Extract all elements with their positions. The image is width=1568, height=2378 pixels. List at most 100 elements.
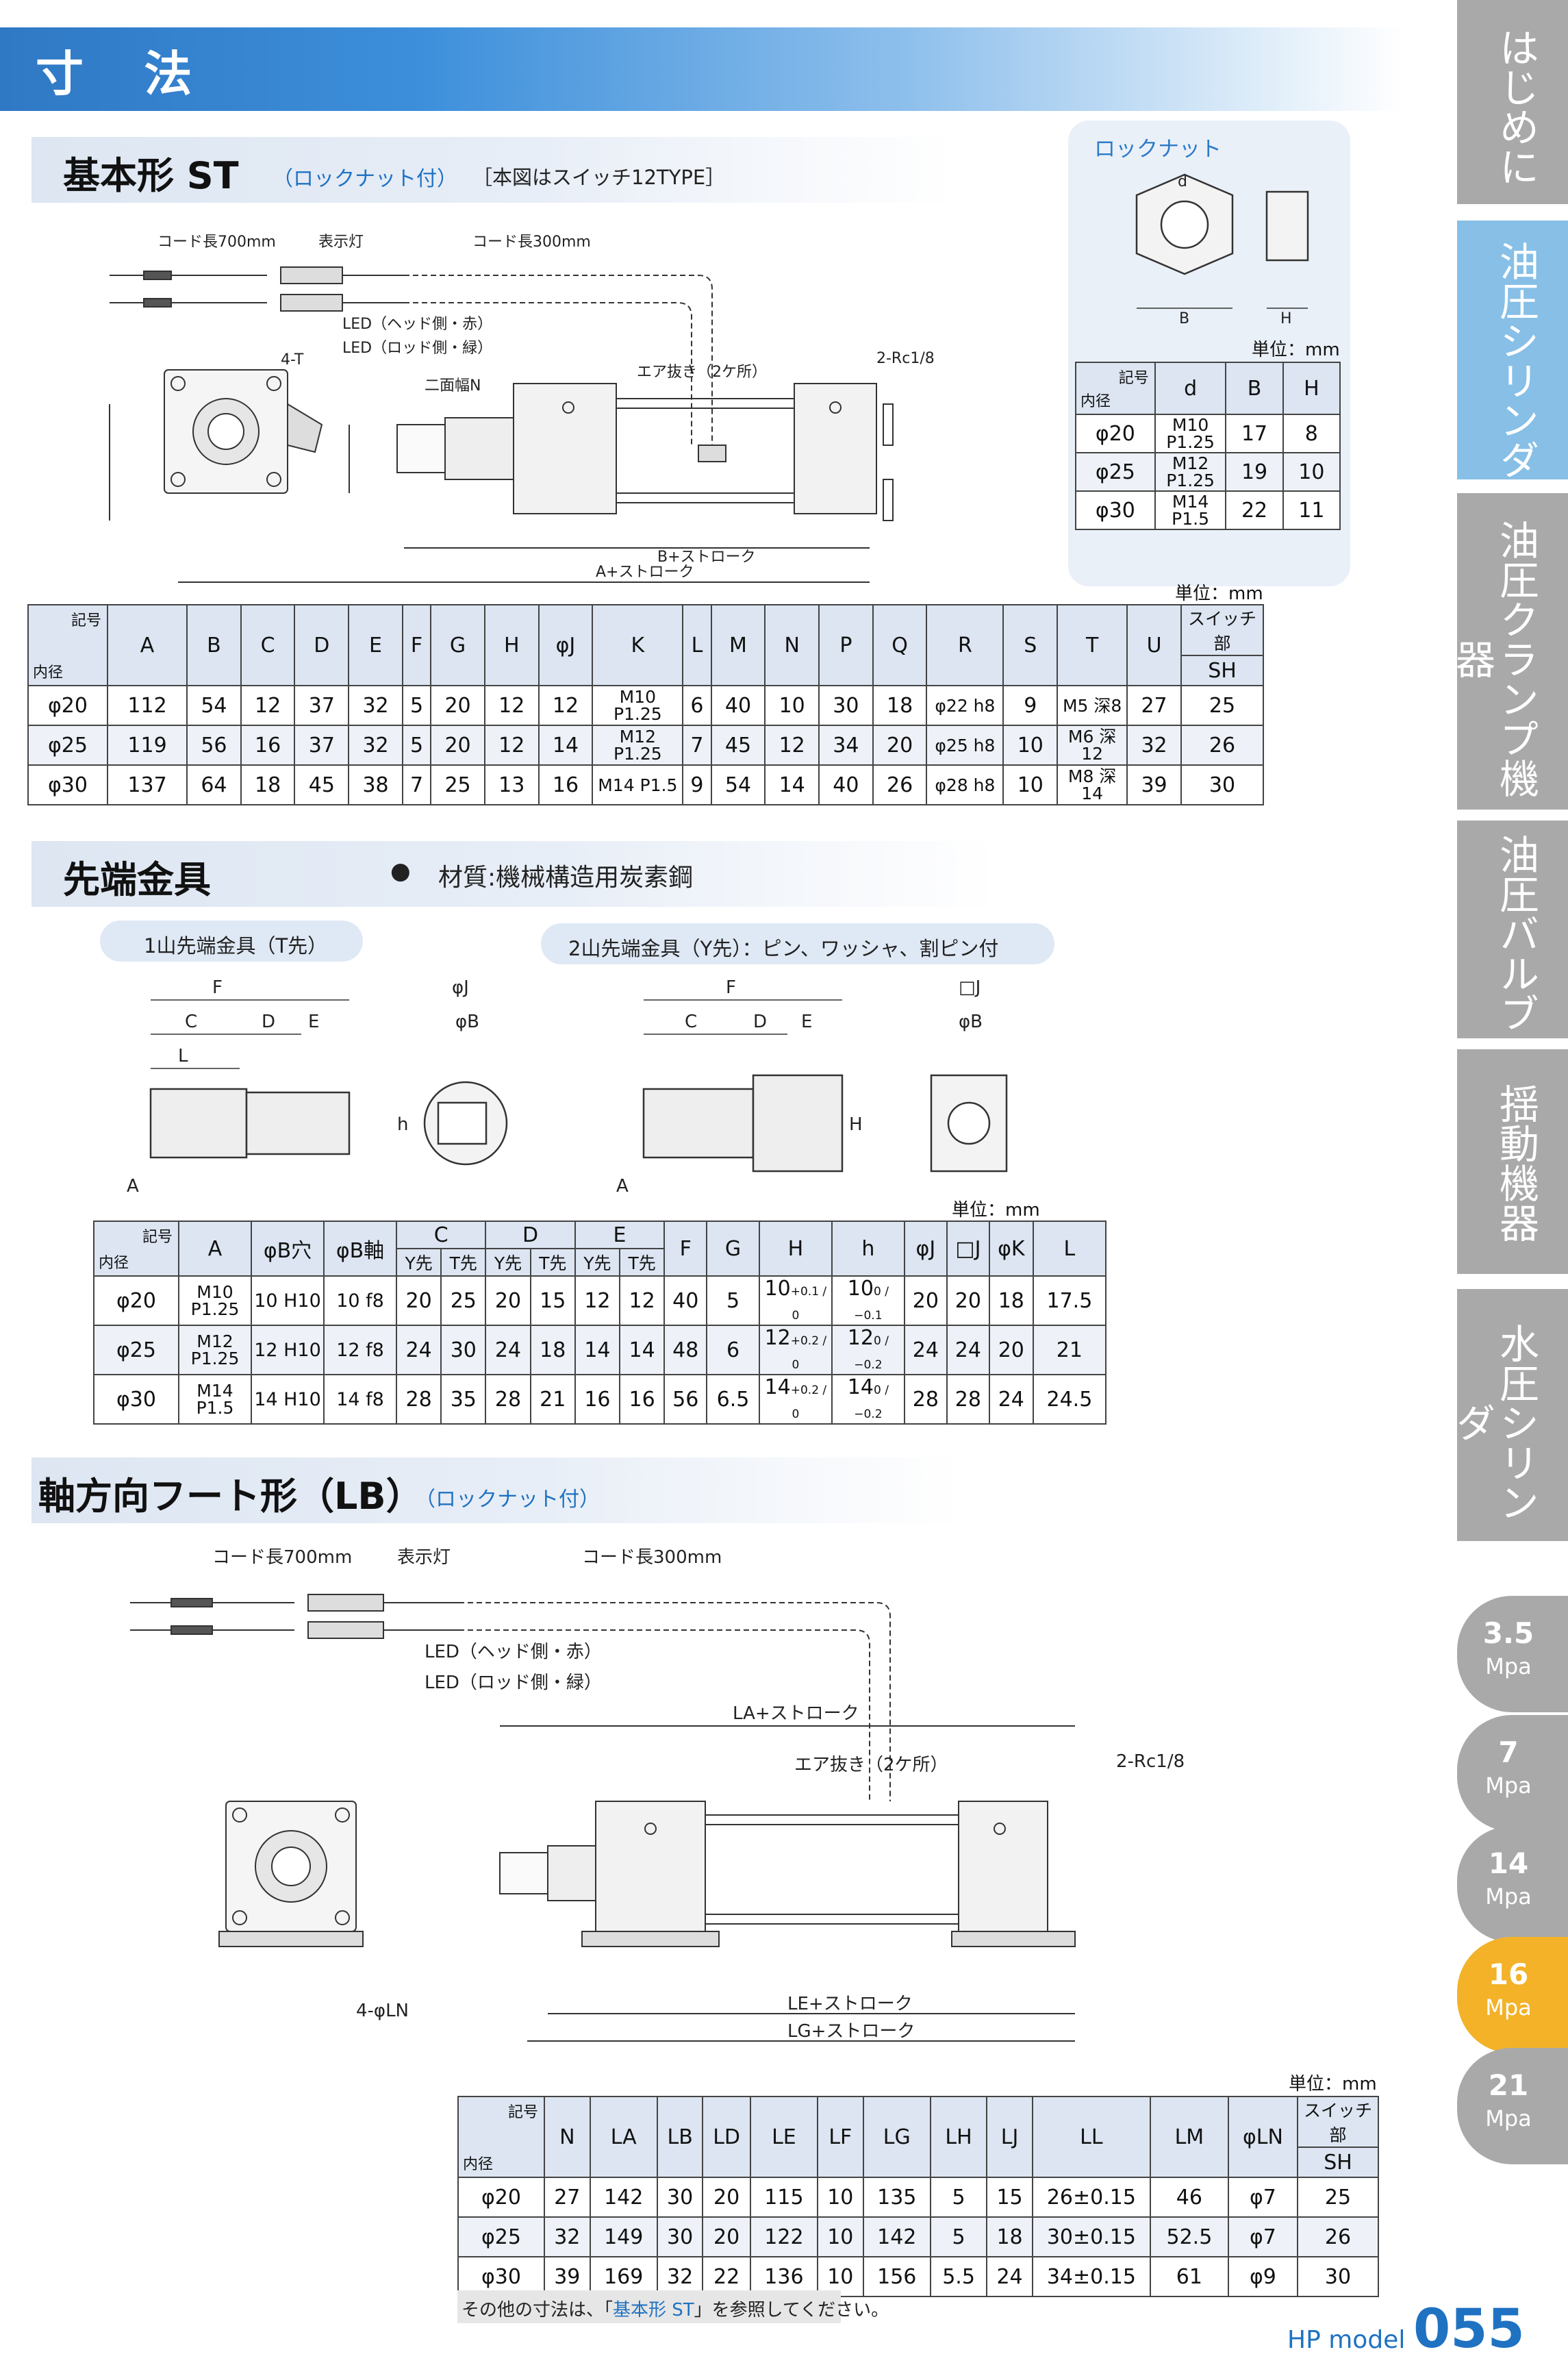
lb-fig-led-rod: LED（ロッド側・緑）: [425, 1673, 602, 1693]
tip-table-unit: 単位：mm: [952, 1200, 1040, 1221]
locknut-col-b: B: [1225, 362, 1284, 415]
st-col-sh: SH: [1180, 655, 1264, 686]
lb-fig-led-head: LED（ヘッド側・赤）: [425, 1642, 602, 1662]
st-corner: 記号内径: [27, 604, 108, 686]
lb-col-sw: スイッチ部: [1297, 2096, 1379, 2148]
lb-fig-lg: LG+ストローク: [787, 2021, 915, 2042]
lb-col-sh: SH: [1297, 2147, 1379, 2178]
svg-text:C: C: [685, 1012, 697, 1032]
st-fig-cord700: コード長700mm: [157, 234, 276, 251]
tab-hydraulic-valve[interactable]: 油圧バルブ: [1457, 821, 1568, 1038]
pill-t-type: [100, 921, 363, 962]
svg-text:□J: □J: [959, 977, 981, 998]
tab-intro[interactable]: はじめに: [1457, 0, 1568, 204]
section-bar-lb: [31, 1457, 963, 1523]
st-fig-air: エア抜き（2ケ所）: [637, 364, 767, 381]
lb-fig-la: LA+ストローク: [733, 1703, 859, 1724]
page-number: 055: [1413, 2299, 1525, 2360]
tip-table: 記号内径 A φB穴 φB軸 C D E F G H h φJ □J φK L …: [93, 1221, 1107, 1425]
svg-text:φB: φB: [455, 1012, 479, 1032]
svg-text:H: H: [849, 1114, 863, 1135]
section-note-st: ［本図はスイッチ12TYPE］: [472, 166, 726, 189]
section-title-tip: 先端金具: [63, 858, 211, 901]
lb-fig-le: LE+ストローク: [787, 1994, 913, 2014]
section-bar-st: [31, 137, 956, 203]
st-fig-nif: 二面幅N: [425, 377, 481, 395]
note-link[interactable]: 基本形 ST: [613, 2300, 694, 2320]
lb-table-unit: 単位：mm: [1289, 2074, 1377, 2094]
tab-hydraulic-clamp[interactable]: 油圧クランプ機器: [1449, 493, 1568, 810]
st-fig-cord300: コード長300mm: [472, 234, 591, 251]
lb-fig-cord700: コード長700mm: [212, 1547, 352, 1568]
locknut-col-h: H: [1282, 362, 1341, 415]
st-fig-bst: B+ストローク: [657, 549, 756, 566]
svg-text:φJ: φJ: [452, 977, 469, 998]
page-title: 寸 法: [36, 46, 214, 102]
pill-t-type-label: 1山先端金具（T先）: [144, 934, 328, 958]
svg-text:H: H: [1280, 310, 1292, 327]
section-bar-tip: [31, 841, 997, 907]
footer-model: HP model: [1287, 2326, 1406, 2354]
bullet-icon: ●: [390, 858, 411, 885]
lb-fig-cord300: コード長300mm: [582, 1547, 722, 1568]
svg-text:C: C: [185, 1012, 197, 1032]
locknut-corner: 記号内径: [1075, 362, 1156, 415]
tab-rotary[interactable]: 揺動機器: [1457, 1049, 1568, 1274]
st-col-sw: スイッチ部: [1180, 604, 1264, 656]
st-fig-ast: A+ストローク: [596, 564, 694, 581]
svg-text:F: F: [726, 977, 736, 998]
lb-corner: 記号内径: [457, 2096, 545, 2178]
lb-drawing: コード長700mm 表示灯 コード長300mm LED（ヘッド側・赤） LED（…: [130, 1547, 1185, 2042]
svg-text:h: h: [397, 1114, 408, 1135]
svg-text:E: E: [308, 1012, 319, 1032]
locknut-title: ロックナット: [1094, 137, 1222, 162]
svg-text:L: L: [178, 1046, 188, 1066]
st-fig-led-rod: LED（ロッド側・緑）: [342, 340, 492, 357]
lb-fig-lamp: 表示灯: [397, 1547, 451, 1568]
svg-text:d: d: [1178, 173, 1187, 190]
svg-text:φB: φB: [959, 1012, 983, 1032]
section-title-st: 基本形 ST: [63, 154, 239, 197]
st-fig-lamp: 表示灯: [318, 234, 364, 251]
svg-text:A: A: [616, 1176, 629, 1192]
svg-text:E: E: [801, 1012, 812, 1032]
st-fig-t: 4-T: [281, 351, 304, 368]
section-title-lb: 軸方向フート形（LB）: [38, 1475, 423, 1518]
st-fig-rc: 2-Rc1/8: [876, 350, 935, 367]
section-sub-lb: （ロックナット付）: [415, 1488, 600, 1512]
note-text: その他の寸法は、「基本形 ST」を参照してください。: [461, 2300, 889, 2320]
locknut-col-d: d: [1154, 362, 1227, 415]
st-fig-led-head: LED（ヘッド側・赤）: [342, 316, 492, 333]
locknut-unit: 単位：mm: [1252, 340, 1340, 360]
svg-text:B: B: [1179, 310, 1189, 327]
page-header-bar: [0, 27, 1404, 111]
svg-text:D: D: [262, 1012, 275, 1032]
tab-hydraulic-cylinder[interactable]: 油圧シリンダ: [1457, 221, 1568, 479]
lb-fig-air: エア抜き（2ケ所）: [794, 1755, 948, 1775]
st-drawing: コード長700mm 表示灯 コード長300mm LED（ヘッド側・赤） LED（…: [109, 234, 935, 583]
svg-text:F: F: [212, 977, 223, 998]
tab-water-cylinder[interactable]: 水圧シリンダ: [1449, 1289, 1568, 1541]
pill-y-type-label: 2山先端金具（Y先）：ピン、ワッシャ、割ピン付: [568, 937, 999, 960]
